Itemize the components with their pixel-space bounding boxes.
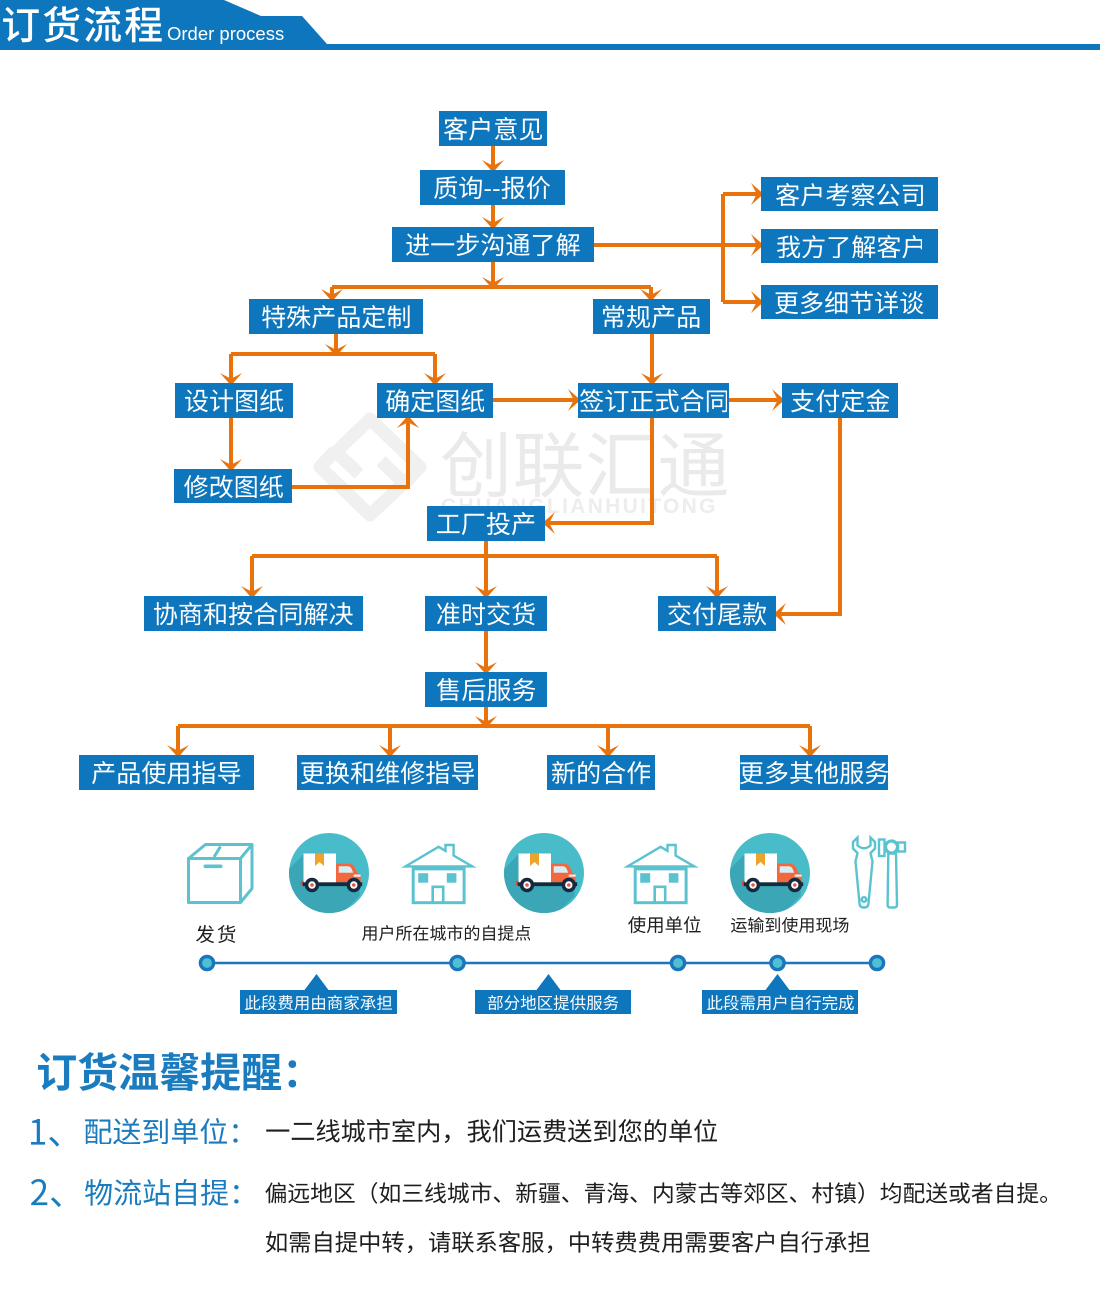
svg-text:Order process: Order process (167, 23, 284, 44)
